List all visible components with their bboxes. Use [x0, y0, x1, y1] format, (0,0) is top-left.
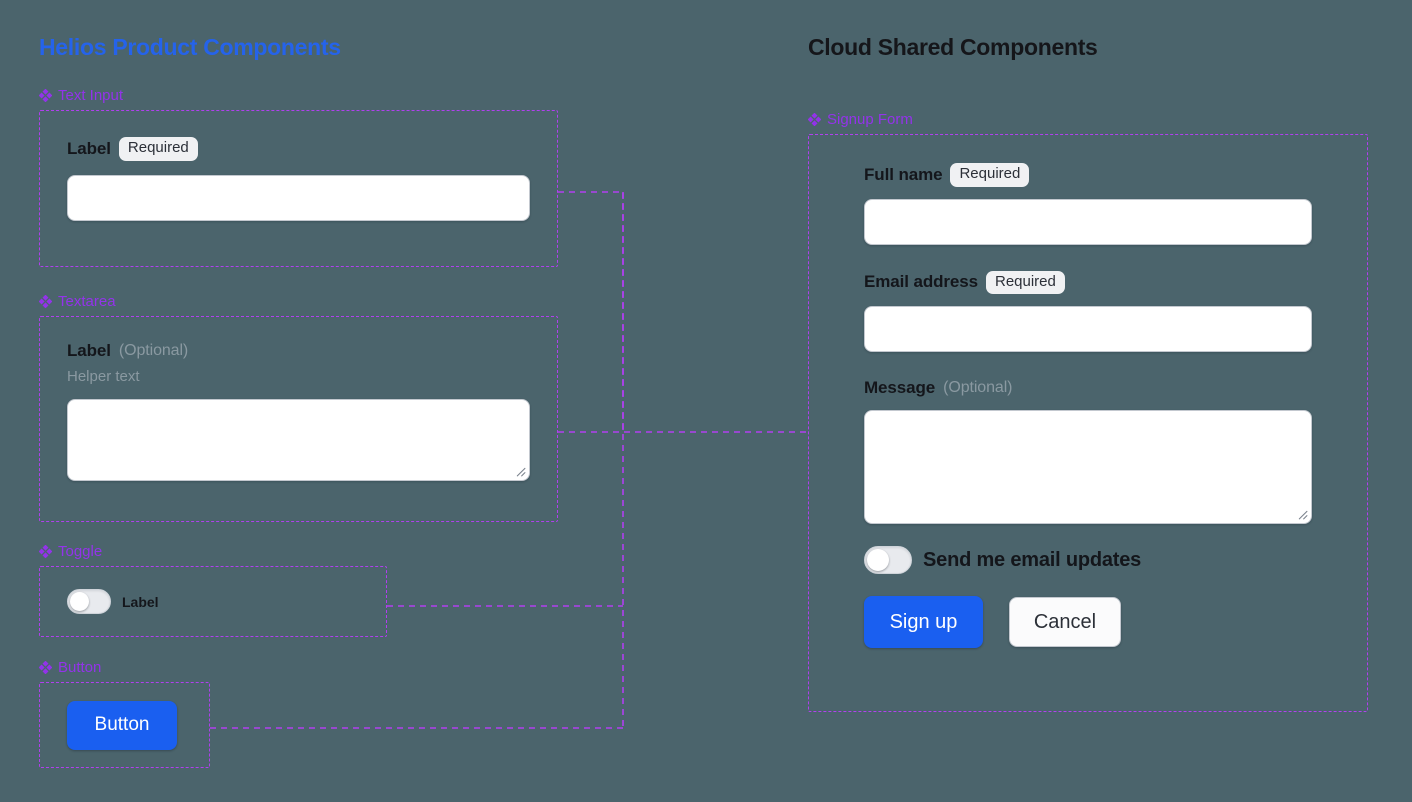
text-input-field[interactable] — [67, 174, 530, 221]
email-updates-toggle-row: Send me email updates — [864, 546, 1312, 574]
cancel-button[interactable]: Cancel — [1009, 597, 1121, 647]
group-toggle: Toggle Label — [39, 544, 387, 637]
textarea-helper-text: Helper text — [67, 368, 140, 385]
group-label-text: Textarea — [58, 293, 116, 310]
group-text-input: Text Input Label Required — [39, 88, 558, 267]
resize-handle-icon[interactable] — [1295, 507, 1308, 520]
toggle-knob — [70, 592, 89, 611]
frame-textarea: Label (Optional) Helper text — [39, 316, 558, 522]
message-label-row: Message (Optional) — [864, 378, 1312, 398]
group-label-text: Button — [58, 659, 102, 676]
toggle-switch[interactable] — [67, 589, 111, 614]
message-label: Message — [864, 378, 936, 397]
toggle-row: Label — [67, 589, 159, 614]
diamond-icon — [39, 89, 52, 102]
connector-text-input — [558, 191, 624, 432]
diamond-icon — [39, 661, 52, 674]
group-label-textarea: Textarea — [39, 294, 558, 309]
message-textarea[interactable] — [864, 410, 1312, 524]
toggle-label: Label — [122, 593, 159, 610]
resize-handle-icon[interactable] — [513, 464, 526, 477]
diamond-icon — [39, 545, 52, 558]
textarea-label: Label — [67, 341, 111, 360]
group-label-text: Toggle — [58, 543, 103, 560]
email-required-badge: Required — [985, 270, 1065, 294]
group-signup-form: Signup Form Full name Required Email add… — [808, 112, 1368, 712]
email-input[interactable] — [864, 306, 1312, 352]
group-label-toggle: Toggle — [39, 544, 387, 559]
group-button: Button Button — [39, 660, 210, 768]
message-optional-text: (Optional) — [943, 379, 1013, 396]
left-column-title: Helios Product Components — [39, 34, 341, 60]
text-input-label: Label — [67, 138, 111, 158]
text-input-label-row: Label Required — [67, 137, 530, 161]
email-updates-toggle[interactable] — [864, 546, 912, 574]
demo-button[interactable]: Button — [67, 700, 177, 750]
right-column-title: Cloud Shared Components — [808, 34, 1098, 60]
frame-text-input: Label Required — [39, 110, 558, 267]
full-name-required-badge: Required — [950, 163, 1030, 187]
full-name-label: Full name — [864, 164, 943, 184]
frame-toggle: Label — [39, 566, 387, 637]
full-name-label-row: Full name Required — [864, 163, 1312, 187]
group-textarea: Textarea Label (Optional) Helper text — [39, 294, 558, 522]
frame-button: Button — [39, 682, 210, 768]
signup-actions: Sign up Cancel — [864, 596, 1312, 648]
frame-signup-form: Full name Required Email address Require… — [808, 134, 1368, 712]
textarea-optional-text: (Optional) — [118, 342, 189, 359]
email-label-row: Email address Required — [864, 270, 1312, 294]
diamond-icon — [39, 295, 52, 308]
textarea-field[interactable] — [67, 399, 530, 481]
diamond-icon — [808, 113, 821, 126]
group-label-text: Signup Form — [827, 111, 913, 128]
email-updates-label: Send me email updates — [923, 548, 1142, 571]
email-label: Email address — [864, 272, 978, 292]
full-name-input[interactable] — [864, 198, 1312, 245]
group-label-signup-form: Signup Form — [808, 112, 1368, 127]
toggle-knob — [867, 549, 889, 571]
group-label-text-input: Text Input — [39, 88, 558, 103]
textarea-input-wrap — [67, 399, 530, 481]
sign-up-button[interactable]: Sign up — [864, 596, 983, 648]
group-label-text: Text Input — [58, 87, 124, 104]
textarea-label-row: Label (Optional) — [67, 341, 530, 361]
text-input-required-badge: Required — [118, 137, 198, 161]
group-label-button: Button — [39, 660, 210, 675]
